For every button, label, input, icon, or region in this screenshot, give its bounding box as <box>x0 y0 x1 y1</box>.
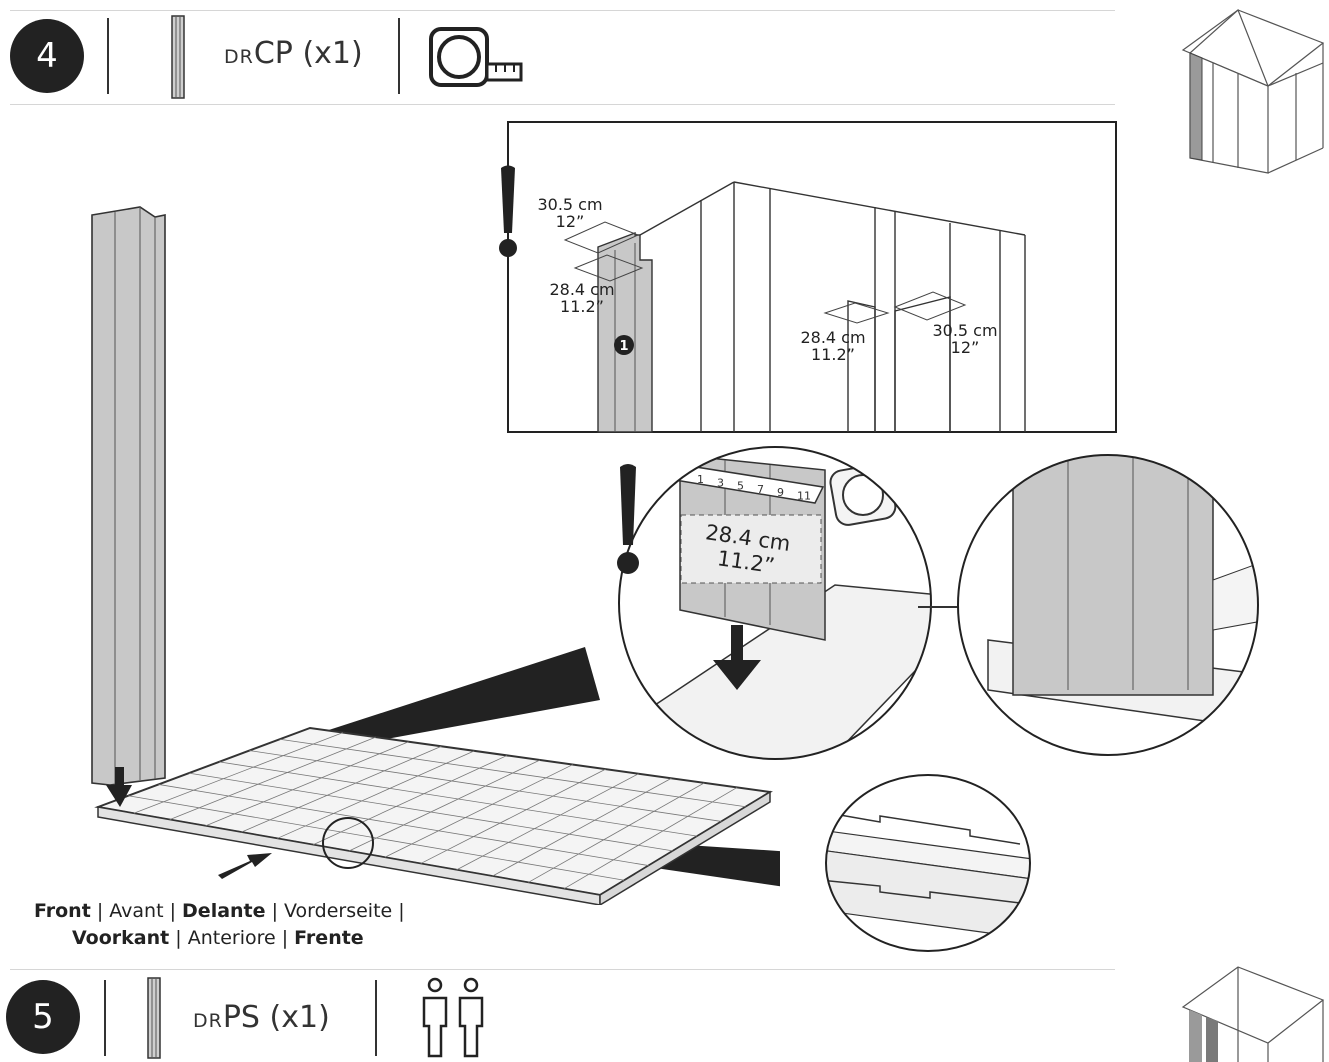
shed-progress-thumbnail-step-5 <box>1181 966 1325 1062</box>
tape-measure-icon <box>429 27 523 87</box>
front-caption-line-1: Front | Avant | Delante | Vorderseite | <box>34 900 405 922</box>
right-a-in-label: 11.2” <box>811 345 855 364</box>
step-5-number: 5 <box>6 980 80 1054</box>
step-5-part-code: PS <box>222 1000 260 1035</box>
tape-tick-label: 7 <box>757 483 764 496</box>
warning-exclamation-icon-2 <box>620 464 636 545</box>
step-5-part-qty: (x1) <box>269 1000 330 1035</box>
caption-voorkant: Voorkant <box>72 927 170 949</box>
right-a-cm-label: 28.4 cm <box>800 328 865 347</box>
caption-frente: Frente <box>294 927 364 949</box>
step-4-part-code: CP <box>253 36 293 71</box>
tape-tick-label: 5 <box>737 480 744 493</box>
caption-vorderseite: Vorderseite <box>284 900 393 922</box>
step-4-number: 4 <box>10 19 84 93</box>
step-5-part-label: DRPS (x1) <box>193 1000 330 1035</box>
step-4-part-qty: (x1) <box>302 36 363 71</box>
left-bottom-in-label: 11.2” <box>560 297 604 316</box>
zoom-circle-panel-seated <box>957 454 1259 756</box>
left-top-cm-label: 30.5 cm <box>537 195 602 214</box>
caption-avant: Avant <box>109 900 164 922</box>
step-4-separator-1 <box>107 18 109 94</box>
shed-progress-thumbnail-step-4 <box>1181 8 1325 174</box>
step-5-rule-top <box>10 969 1115 970</box>
front-caption-line-2: Voorkant | Anteriore | Frente <box>72 927 364 949</box>
tape-tick-label: 3 <box>717 476 724 489</box>
door-panel-part-icon <box>171 15 185 99</box>
zoom-circle-front-edge <box>825 774 1031 952</box>
caption-anteriore: Anteriore <box>187 927 276 949</box>
tape-tick-label: 1 <box>697 473 704 486</box>
caption-delante: Delante <box>182 900 266 922</box>
step-4-part-prefix: DR <box>224 46 254 68</box>
left-top-in-label: 12” <box>556 212 585 231</box>
header-rule-bottom <box>10 104 1115 105</box>
caption-front: Front <box>34 900 91 922</box>
header-rule-top <box>10 10 1115 11</box>
connector-line <box>918 606 958 608</box>
right-b-in-label: 12” <box>951 338 980 357</box>
right-b-cm-label: 30.5 cm <box>932 321 997 340</box>
step-5-part-prefix: DR <box>193 1010 223 1032</box>
step-5-separator-1 <box>104 980 106 1056</box>
measurement-detail-box: 1 30.5 cm 12” 28.4 cm 11.2” 28.4 cm 11.2… <box>499 121 1117 433</box>
tape-tick-label: 9 <box>777 486 784 499</box>
floor-assembly-drawing <box>91 206 780 905</box>
left-bottom-cm-label: 28.4 cm <box>549 280 614 299</box>
two-people-icon <box>422 977 484 1058</box>
door-post-part-icon <box>147 977 161 1059</box>
callout-number: 1 <box>619 339 628 354</box>
tape-tick-label: 11 <box>797 490 811 503</box>
step-4-part-label: DRCP (x1) <box>224 36 363 71</box>
step-5-separator-2 <box>375 980 377 1056</box>
warning-exclamation-icon <box>501 165 515 233</box>
step-4-separator-2 <box>398 18 400 94</box>
